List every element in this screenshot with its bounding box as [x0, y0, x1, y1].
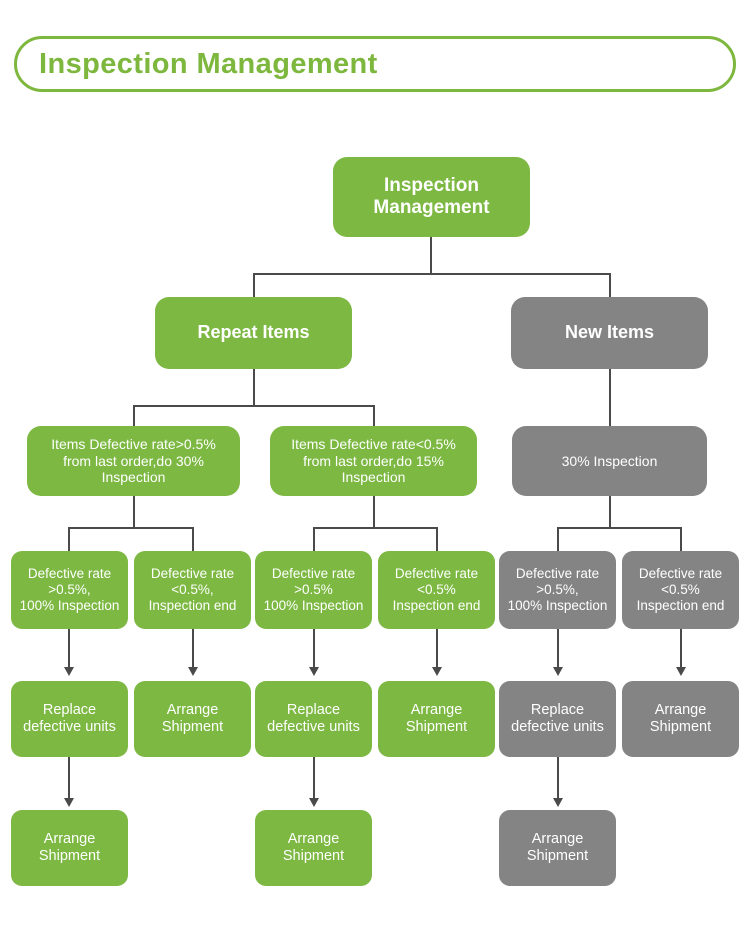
page-header-banner: Inspection Management	[14, 36, 736, 92]
node-new-items[interactable]: New Items	[511, 297, 708, 369]
arrow-line-5to6-3	[557, 757, 559, 800]
arrow-head-5to6-3	[553, 798, 563, 807]
connector-to-node4-2	[192, 527, 194, 551]
connector-repeat-items-bus	[133, 405, 375, 407]
node-action-6[interactable]: Arrange Shipment	[622, 681, 739, 757]
arrow-line-4to5-5	[557, 629, 559, 669]
arrow-line-4to5-3	[313, 629, 315, 669]
node-action-1[interactable]: Replace defective units	[11, 681, 128, 757]
connector-new-items-stem	[609, 369, 611, 426]
connector-to-node4-3	[313, 527, 315, 551]
connector-repeat-items-stem	[253, 369, 255, 406]
arrow-head-4to5-2	[188, 667, 198, 676]
arrow-line-4to5-1	[68, 629, 70, 669]
connector-root-bus	[253, 273, 611, 275]
connector-root-stem	[430, 237, 432, 274]
connector-branch-a-bus	[68, 527, 194, 529]
connector-to-node4-1	[68, 527, 70, 551]
connector-to-node4-4	[436, 527, 438, 551]
node-defect-result-3[interactable]: Defective rate >0.5% 100% Inspection	[255, 551, 372, 629]
arrow-line-5to6-2	[313, 757, 315, 800]
node-final-shipment-3[interactable]: Arrange Shipment	[499, 810, 616, 886]
connector-to-repeat-branch-b	[373, 405, 375, 426]
node-defect-result-4[interactable]: Defective rate <0.5% Inspection end	[378, 551, 495, 629]
node-action-3[interactable]: Replace defective units	[255, 681, 372, 757]
node-final-shipment-2[interactable]: Arrange Shipment	[255, 810, 372, 886]
arrow-head-4to5-5	[553, 667, 563, 676]
node-repeat-high-defect-rate[interactable]: Items Defective rate>0.5% from last orde…	[27, 426, 240, 496]
node-action-4[interactable]: Arrange Shipment	[378, 681, 495, 757]
node-defect-result-2[interactable]: Defective rate <0.5%, Inspection end	[134, 551, 251, 629]
node-repeat-items[interactable]: Repeat Items	[155, 297, 352, 369]
arrow-head-4to5-6	[676, 667, 686, 676]
connector-branch-a-stem	[133, 496, 135, 528]
arrow-head-5to6-2	[309, 798, 319, 807]
node-action-2[interactable]: Arrange Shipment	[134, 681, 251, 757]
connector-to-repeat-items	[253, 273, 255, 297]
connector-branch-b-stem	[373, 496, 375, 528]
connector-new-branch-bus	[557, 527, 682, 529]
node-defect-result-1[interactable]: Defective rate >0.5%, 100% Inspection	[11, 551, 128, 629]
arrow-line-5to6-1	[68, 757, 70, 800]
node-defect-result-5[interactable]: Defective rate >0.5%, 100% Inspection	[499, 551, 616, 629]
arrow-line-4to5-4	[436, 629, 438, 669]
arrow-head-5to6-1	[64, 798, 74, 807]
arrow-head-4to5-3	[309, 667, 319, 676]
connector-branch-b-bus	[313, 527, 438, 529]
connector-to-node4-5	[557, 527, 559, 551]
page-title: Inspection Management	[39, 47, 378, 80]
node-inspection-management-root[interactable]: Inspection Management	[333, 157, 530, 237]
node-repeat-low-defect-rate[interactable]: Items Defective rate<0.5% from last orde…	[270, 426, 477, 496]
arrow-head-4to5-4	[432, 667, 442, 676]
node-action-5[interactable]: Replace defective units	[499, 681, 616, 757]
connector-new-branch-stem	[609, 496, 611, 528]
connector-to-new-items	[609, 273, 611, 297]
arrow-line-4to5-2	[192, 629, 194, 669]
node-defect-result-6[interactable]: Defective rate <0.5% Inspection end	[622, 551, 739, 629]
node-final-shipment-1[interactable]: Arrange Shipment	[11, 810, 128, 886]
arrow-line-4to5-6	[680, 629, 682, 669]
connector-to-node4-6	[680, 527, 682, 551]
node-new-items-30-percent-inspection[interactable]: 30% Inspection	[512, 426, 707, 496]
arrow-head-4to5-1	[64, 667, 74, 676]
connector-to-repeat-branch-a	[133, 405, 135, 426]
